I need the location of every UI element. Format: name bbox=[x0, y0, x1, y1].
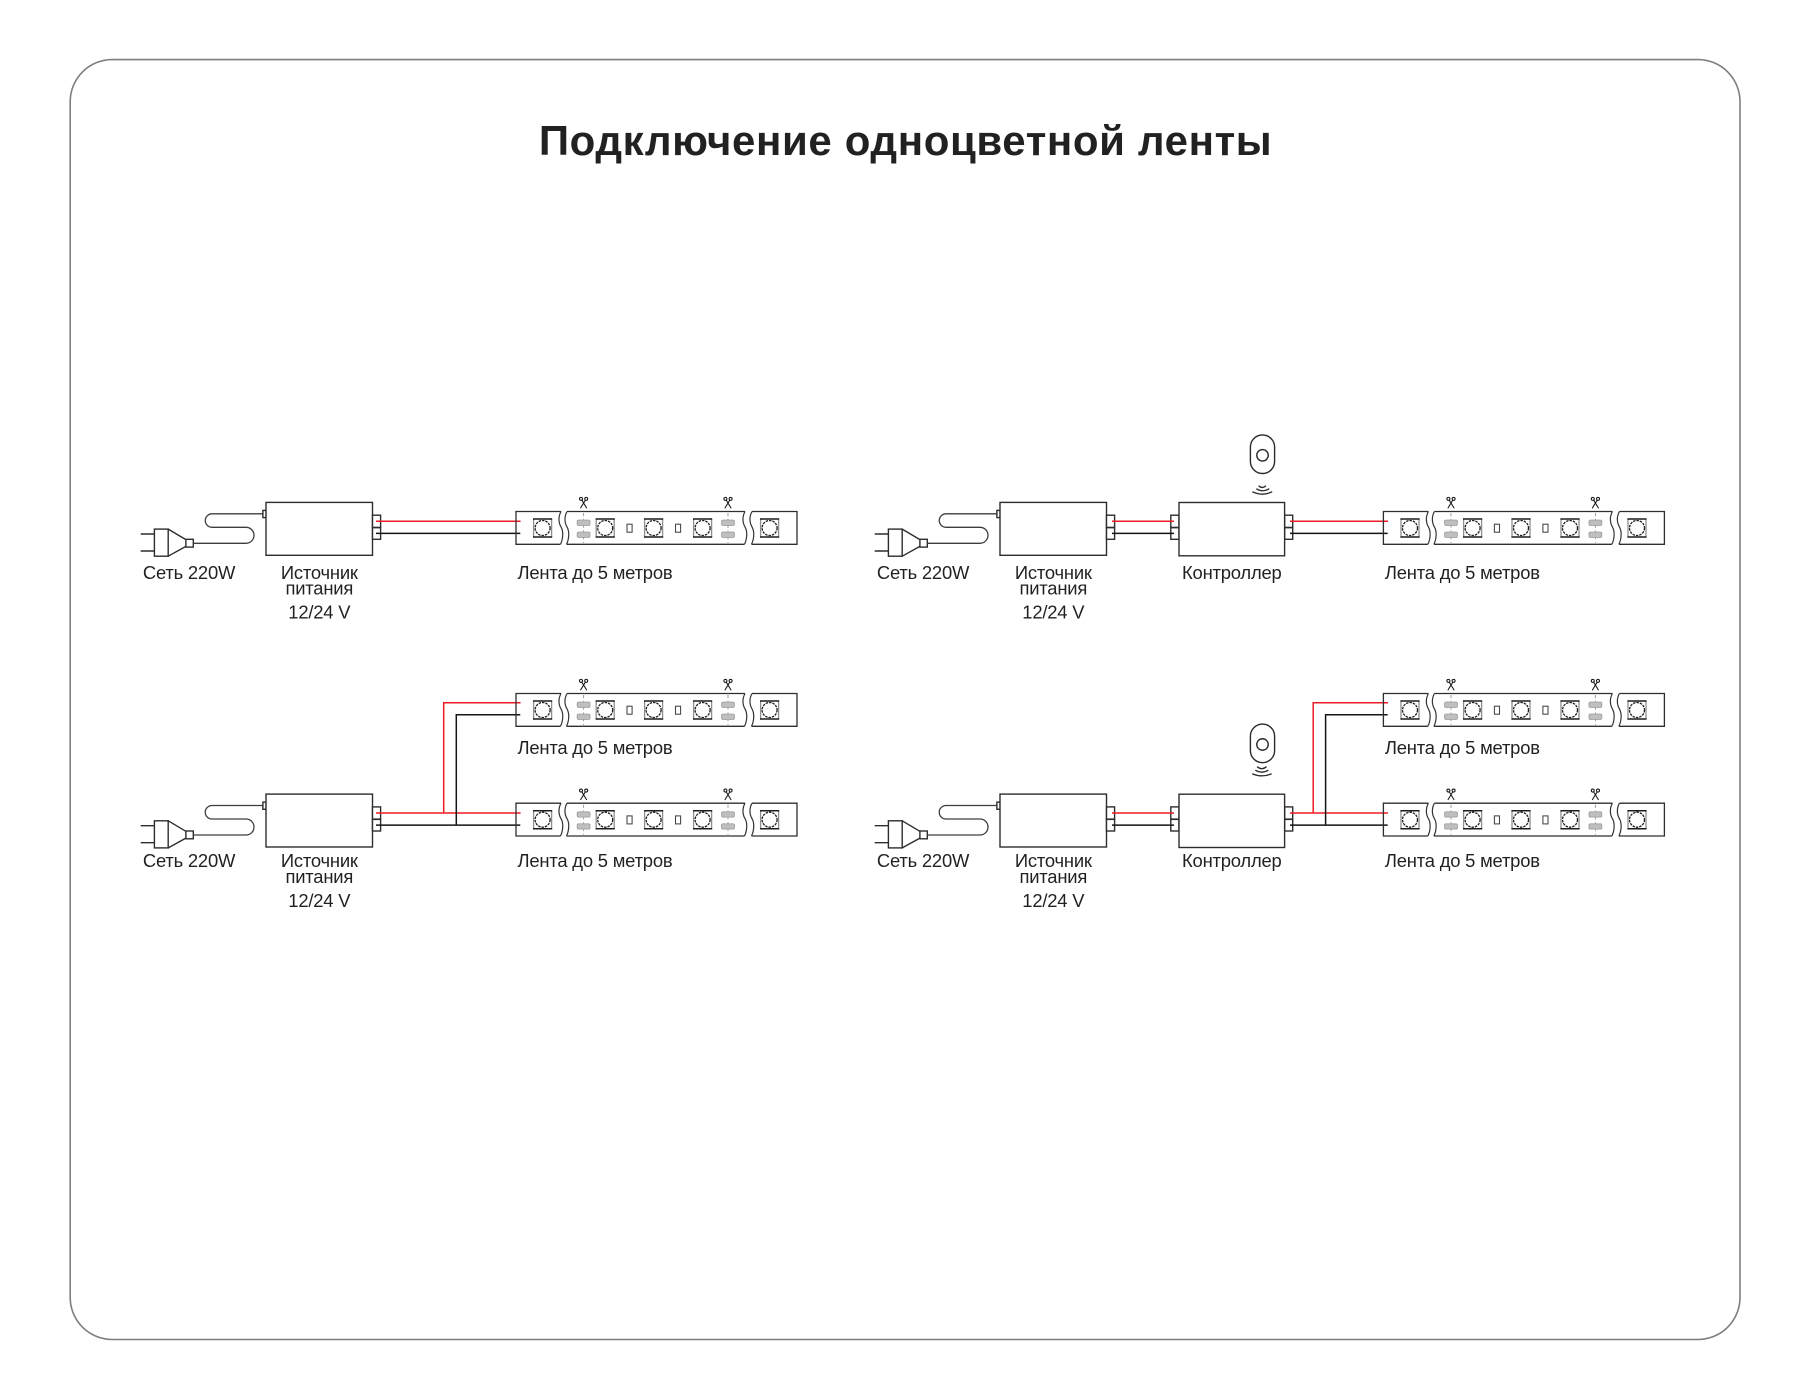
svg-text:Лента до 5 метров: Лента до 5 метров bbox=[518, 562, 673, 583]
svg-text:Контроллер: Контроллер bbox=[1182, 850, 1282, 871]
svg-text:Лента до 5 метров: Лента до 5 метров bbox=[518, 737, 673, 758]
svg-text:12/24 V: 12/24 V bbox=[1022, 890, 1085, 911]
svg-text:питания: питания bbox=[1019, 577, 1087, 598]
svg-text:Источник: Источник bbox=[1015, 850, 1093, 871]
svg-text:Подключение одноцветной ленты: Подключение одноцветной ленты bbox=[539, 117, 1272, 164]
svg-text:Сеть 220W: Сеть 220W bbox=[143, 850, 236, 871]
svg-text:Лента до 5 метров: Лента до 5 метров bbox=[1385, 737, 1540, 758]
svg-text:Источник: Источник bbox=[281, 850, 359, 871]
svg-text:Контроллер: Контроллер bbox=[1182, 562, 1282, 583]
svg-text:12/24 V: 12/24 V bbox=[288, 890, 351, 911]
svg-text:12/24 V: 12/24 V bbox=[1022, 602, 1085, 623]
svg-text:Сеть 220W: Сеть 220W bbox=[143, 562, 236, 583]
svg-text:Сеть 220W: Сеть 220W bbox=[877, 850, 970, 871]
svg-text:Источник: Источник bbox=[1015, 562, 1093, 583]
svg-text:питания: питания bbox=[285, 866, 353, 887]
svg-text:Сеть 220W: Сеть 220W bbox=[877, 562, 970, 583]
svg-text:Лента до 5 метров: Лента до 5 метров bbox=[1385, 850, 1540, 871]
svg-text:питания: питания bbox=[285, 577, 353, 598]
svg-text:Лента до 5 метров: Лента до 5 метров bbox=[518, 850, 673, 871]
svg-text:12/24 V: 12/24 V bbox=[288, 602, 351, 623]
svg-text:питания: питания bbox=[1019, 866, 1087, 887]
svg-text:Лента до 5 метров: Лента до 5 метров bbox=[1385, 562, 1540, 583]
svg-text:Источник: Источник bbox=[281, 562, 359, 583]
